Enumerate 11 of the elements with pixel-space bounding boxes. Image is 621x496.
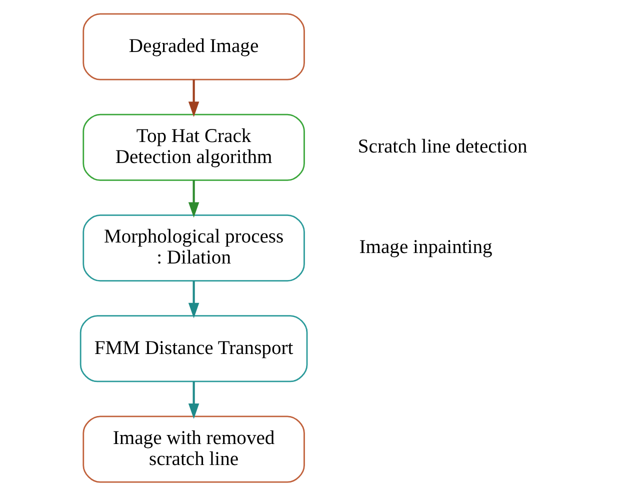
node-box: Degraded Image bbox=[82, 13, 305, 80]
arrow bbox=[188, 80, 200, 118]
label: Scratch line detection bbox=[358, 136, 528, 158]
node-box: Morphological process : Dilation bbox=[82, 214, 305, 282]
node-box: Top Hat Crack Detection algorithm bbox=[82, 114, 305, 181]
arrow bbox=[188, 180, 200, 218]
node-box: FMM Distance Transport bbox=[80, 315, 308, 382]
arrow bbox=[188, 280, 200, 318]
node-box: Image with removed scratch line bbox=[82, 416, 305, 483]
arrow bbox=[188, 382, 200, 419]
label: Image inpainting bbox=[359, 237, 492, 258]
